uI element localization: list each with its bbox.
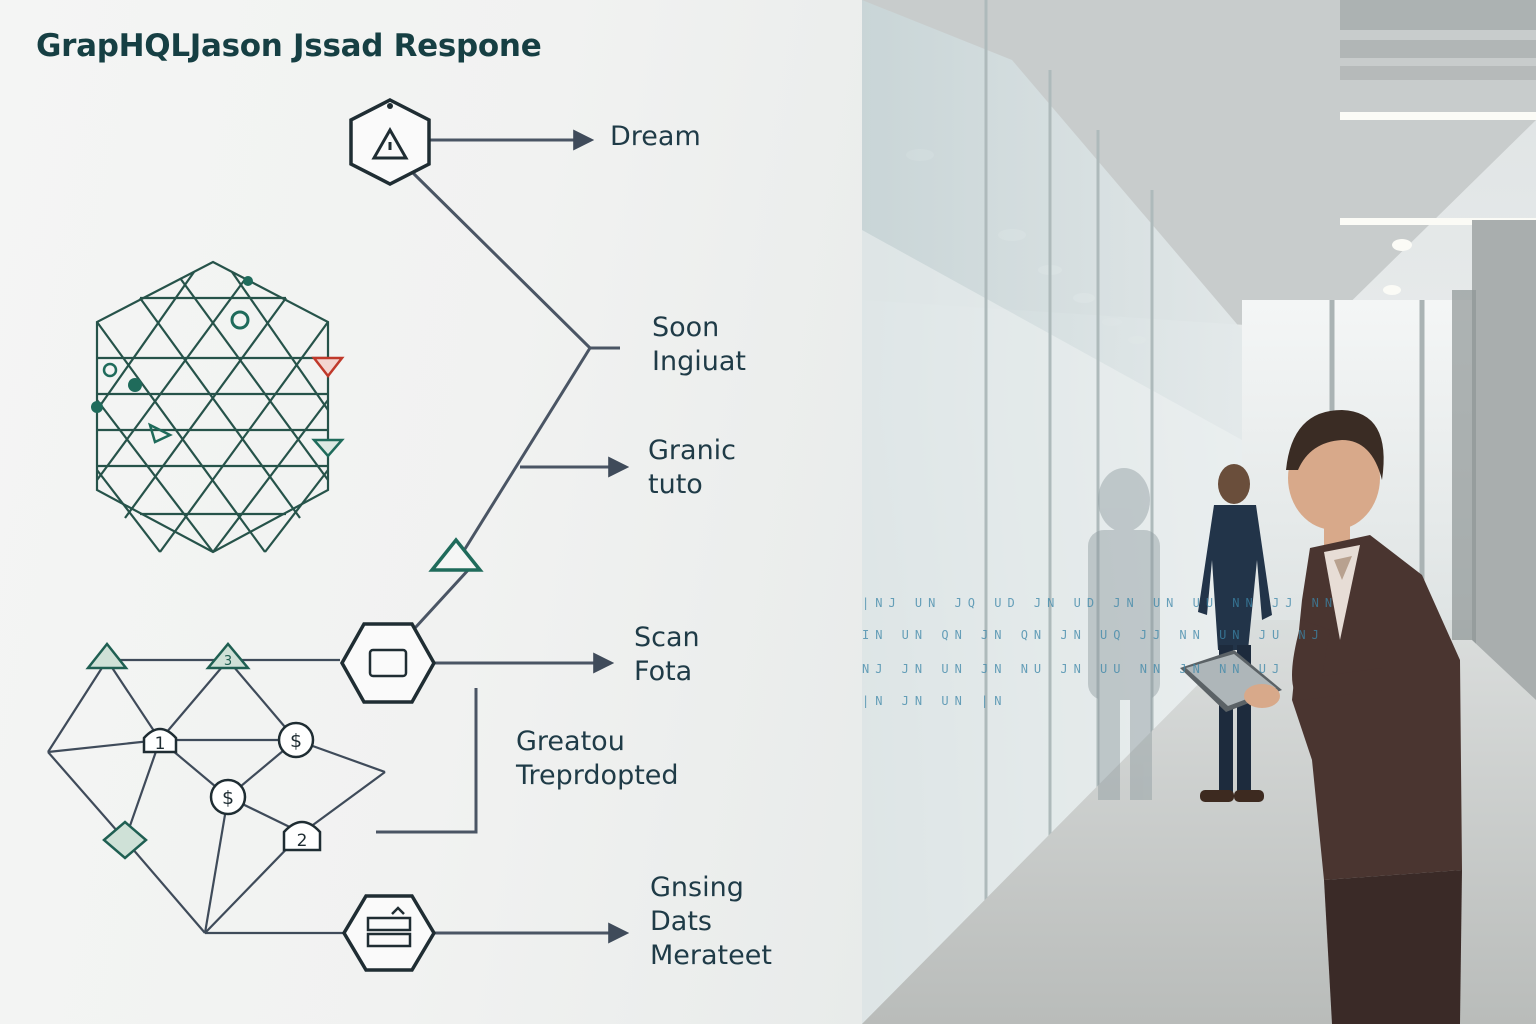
- badge-1: 1: [155, 734, 166, 754]
- red-warning-icon: [314, 358, 342, 376]
- connector-lines: [376, 140, 625, 933]
- glass-glyph-row-2: IN UN QN JN QN JN UQ JJ NN UN JU NJ: [862, 628, 1325, 642]
- badge-3: 3: [224, 654, 232, 669]
- office-corridor-photo: |NJ UN JQ UD JN UD JN UN UU NN JJ NN IN …: [862, 0, 1536, 1024]
- whiteboard-wall: 1 $ $ 2 3 GrapHQLJason Jssad Respone Dre…: [0, 0, 862, 1024]
- glass-glyph-row-4: |N JN UN |N: [862, 694, 1007, 708]
- arrow-glyph-icon: [150, 425, 170, 442]
- corridor-scene: [862, 0, 1536, 1024]
- line-to-monitor: [415, 568, 470, 628]
- label-granic-tuto: Granic tuto: [648, 434, 736, 502]
- label-scan-fota: Scan Fota: [634, 621, 700, 689]
- bracket-greatou: [376, 688, 476, 832]
- line-to-soon: [410, 170, 620, 348]
- wall-title: GrapHQLJason Jssad Respone: [36, 28, 541, 64]
- glass-glyph-row-1: |NJ UN JQ UD JN UD JN UN UU NN JJ NN: [862, 596, 1338, 610]
- line-branch-diagonal: [455, 348, 590, 565]
- warning-node: [351, 100, 429, 184]
- badge-dollar-a: $: [290, 730, 302, 752]
- ceiling-slats: [1340, 0, 1536, 80]
- badge-dollar-b: $: [222, 787, 234, 809]
- glass-glyph-row-3: NJ JN UN JN NU JN UU NN JN NN UJ: [862, 662, 1285, 676]
- badge-2: 2: [297, 831, 308, 851]
- triangle-node: [432, 540, 480, 570]
- label-dream: Dream: [610, 120, 701, 154]
- lattice-hexagon: [97, 262, 328, 552]
- label-greatou-treprdopted: Greatou Treprdopted: [516, 725, 679, 793]
- label-soon-ingiuat: Soon Ingiuat: [652, 311, 746, 379]
- graph-node-triangle-a: [88, 644, 126, 668]
- document-node: [344, 896, 434, 970]
- label-gnsing-dats-merateet: Gnsing Dats Merateet: [650, 871, 772, 973]
- monitor-node: [342, 624, 434, 702]
- graph-node-diamond: [104, 822, 146, 858]
